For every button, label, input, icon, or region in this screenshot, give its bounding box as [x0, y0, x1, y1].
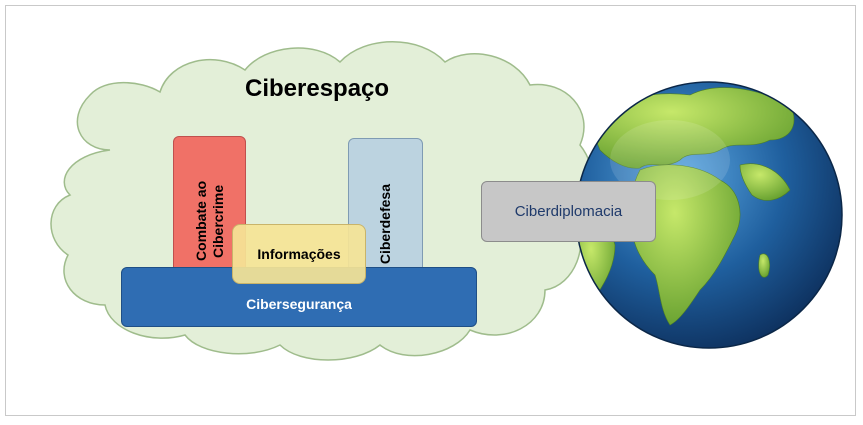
combate-cibercrime-label: Combate ao Cibercrime: [192, 180, 226, 262]
diagram-title: Ciberespaço: [245, 75, 390, 102]
earth-globe-icon: [575, 81, 843, 349]
ciberseguranca-label: Cibersegurança: [246, 296, 352, 312]
ciberdiplomacia-box: Ciberdiplomacia: [481, 181, 656, 242]
informacoes-label: Informações: [257, 246, 341, 262]
ciberdefesa-label: Ciberdefesa: [377, 183, 393, 265]
informacoes-box: Informações: [232, 224, 366, 284]
ciberdiplomacia-label: Ciberdiplomacia: [514, 203, 623, 220]
